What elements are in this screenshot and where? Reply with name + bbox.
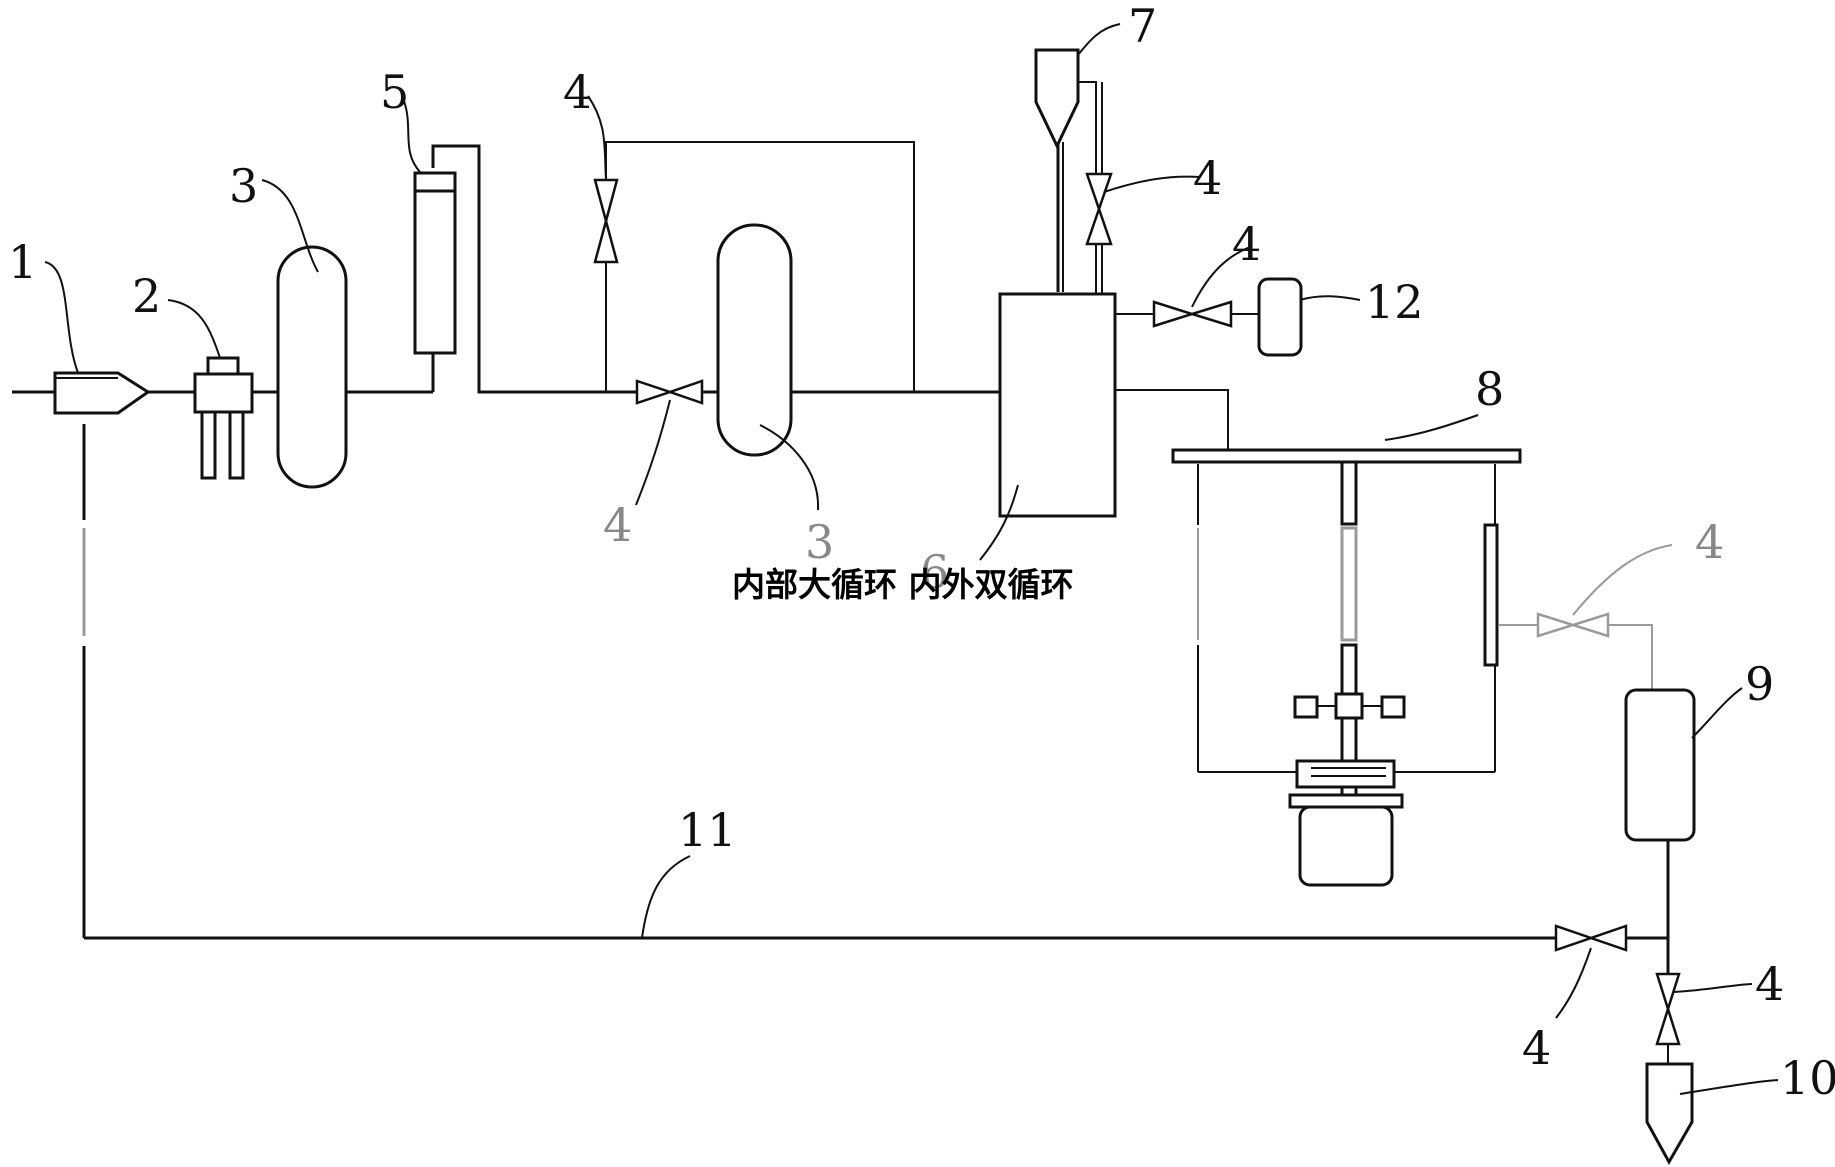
valve-4-mid	[635, 379, 704, 405]
label-4-bottom-right: 4	[1755, 957, 1784, 1011]
valve-4-bottom-right	[1655, 972, 1681, 1046]
label-3b: 3	[805, 515, 834, 569]
label-3a: 3	[229, 159, 258, 213]
label-6: 6	[920, 545, 949, 599]
label-11: 11	[678, 803, 737, 857]
collection-vessel-10	[1645, 1062, 1694, 1166]
circulation-caption: 内部大循环 内外双循环	[732, 565, 1074, 604]
valve-4-side	[1152, 300, 1233, 328]
filter-regulator-2	[193, 356, 254, 480]
label-12: 12	[1365, 275, 1424, 329]
leader-lines	[44, 23, 1779, 1095]
pipe-network	[12, 81, 1670, 1064]
label-8: 8	[1475, 362, 1504, 416]
buffer-tank-3b	[716, 223, 793, 457]
valve-4-feed	[1085, 172, 1113, 246]
label-9: 9	[1745, 657, 1774, 711]
label-1: 1	[8, 235, 37, 289]
reactor-8	[1171, 448, 1522, 887]
label-2: 2	[132, 269, 161, 323]
filter-9	[1624, 688, 1696, 842]
valve-4-right	[1536, 612, 1610, 638]
label-10: 10	[1780, 1051, 1835, 1105]
label-7: 7	[1128, 0, 1157, 53]
valve-4-bottom-left	[1554, 924, 1628, 952]
label-4-bottom-left: 4	[1522, 1021, 1551, 1075]
mixing-chamber-6	[998, 292, 1117, 518]
label-4-mid: 4	[603, 498, 632, 552]
feed-hopper-7	[1034, 48, 1080, 150]
flowmeter-5-cap	[413, 171, 457, 193]
label-4-top: 4	[563, 65, 592, 119]
component-labels: 1 2 3 5 4 4 3 6 7 4 4 12 8 4 9 11 4 4 10	[8, 0, 1835, 1105]
buffer-tank-3a	[276, 245, 348, 489]
pressure-gauge-12	[1257, 277, 1303, 357]
flowmeter-5	[413, 171, 457, 355]
label-4-right: 4	[1695, 515, 1724, 569]
label-5: 5	[380, 65, 409, 119]
label-4-feed: 4	[1193, 151, 1222, 205]
label-4-side: 4	[1232, 217, 1261, 271]
ejector-1	[53, 371, 151, 415]
valve-4-top	[593, 178, 619, 264]
